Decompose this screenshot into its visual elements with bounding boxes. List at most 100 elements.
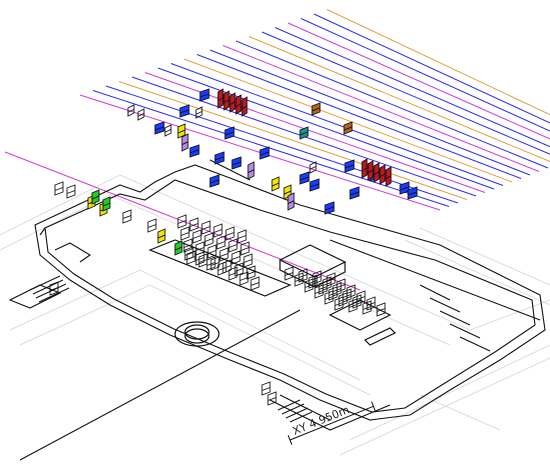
blue-chair [189, 144, 200, 158]
red-chair [217, 88, 224, 109]
purple-chair [247, 161, 255, 180]
grid-line [287, 22, 550, 140]
seating-colored-markers [87, 88, 418, 256]
grid-line [209, 49, 531, 176]
black-chair [183, 238, 193, 253]
green-chair [102, 196, 111, 212]
black-chair [207, 244, 217, 259]
black-chair [312, 270, 322, 285]
purple-chair [181, 133, 189, 152]
black-chair [309, 161, 317, 174]
black-chair [189, 217, 199, 232]
black-chair [366, 296, 376, 311]
seating-black-chairs [49, 181, 386, 406]
blue-chair [209, 174, 220, 188]
black-chair [184, 246, 194, 261]
black-chair [213, 223, 223, 238]
dimension-marker: XY 4.950m [287, 401, 376, 445]
black-chair [346, 284, 356, 299]
red-chair [229, 92, 236, 113]
black-chair [228, 266, 238, 281]
black-chair [137, 108, 145, 121]
stairs-bottom [277, 399, 313, 423]
grid-line [261, 31, 550, 155]
black-chair [180, 226, 190, 241]
black-chair [177, 214, 187, 229]
green-chair [91, 189, 100, 205]
black-chair [217, 261, 227, 276]
red-chair [361, 158, 368, 179]
black-chair [237, 229, 247, 244]
grid-line [118, 81, 468, 200]
black-chair [198, 253, 208, 268]
overhead-grid-lines [4, 9, 550, 291]
red-chair [235, 94, 242, 115]
blue-chair [154, 121, 165, 135]
blue-chair [324, 201, 335, 215]
black-chair [243, 253, 253, 268]
black-chair [195, 106, 203, 119]
brown-chair [311, 102, 321, 116]
black-chair [284, 266, 294, 281]
teal-chair [299, 126, 309, 140]
circular-ring-fixture [174, 321, 220, 347]
blue-chair [407, 186, 418, 200]
black-chair [239, 271, 249, 286]
black-chair [336, 278, 346, 293]
red-chair [373, 162, 380, 183]
grid-line [235, 40, 549, 169]
blue-chair [299, 171, 310, 185]
black-chair [192, 229, 202, 244]
grid-line [196, 54, 522, 179]
blue-chair [179, 104, 190, 118]
blue-chair [214, 151, 225, 165]
black-chair [216, 235, 226, 250]
black-chair [250, 276, 260, 291]
black-chair [298, 268, 308, 283]
grid-line [274, 27, 550, 148]
blue-chair [344, 159, 355, 173]
black-chair [206, 256, 216, 271]
floor-plan-outline [8, 159, 546, 461]
grid-line [92, 90, 450, 207]
black-chair [127, 104, 135, 117]
black-chair [204, 232, 214, 247]
grid-line [157, 67, 495, 190]
grid-line [105, 85, 459, 204]
grid-line [222, 45, 540, 172]
red-chair [379, 164, 386, 185]
blue-chair [231, 156, 242, 170]
black-chair [261, 381, 271, 396]
black-chair [234, 262, 244, 277]
black-chair [376, 302, 386, 317]
grid-line [170, 63, 504, 186]
grid-line [300, 18, 550, 132]
blue-chair [309, 178, 320, 192]
black-chair [122, 209, 132, 224]
grid-line [326, 9, 550, 116]
green-chair [174, 240, 183, 256]
grid-line [248, 36, 550, 163]
black-chair [54, 181, 64, 196]
black-chair [231, 250, 241, 265]
black-chair [326, 272, 336, 287]
grid-line [313, 13, 550, 124]
black-chair [164, 124, 172, 137]
blue-chair [224, 126, 235, 140]
black-chair [267, 391, 277, 406]
black-chair [240, 241, 250, 256]
stage-platform [148, 239, 397, 346]
black-chair [66, 184, 76, 199]
black-chair [49, 281, 59, 296]
faint-background-layer [0, 174, 550, 456]
blue-chair [349, 186, 360, 200]
black-chair [225, 226, 235, 241]
grid-line [4, 151, 361, 291]
stairs-top-left [29, 275, 70, 303]
black-chair [228, 238, 238, 253]
grid-line [183, 58, 513, 183]
black-chair [219, 247, 229, 262]
black-chair [147, 218, 157, 233]
